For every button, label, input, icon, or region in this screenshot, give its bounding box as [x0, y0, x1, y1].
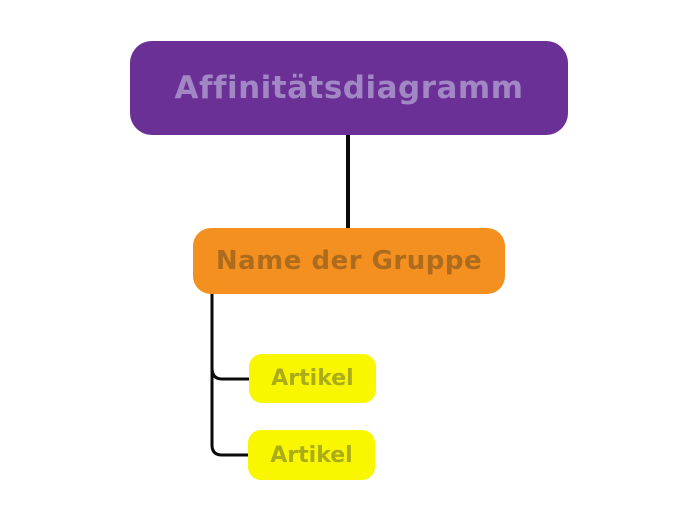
connector-branch-article-1 — [210, 367, 249, 381]
node-article-1-label: Artikel — [271, 366, 354, 391]
node-root-label: Affinitätsdiagramm — [174, 70, 524, 106]
node-group[interactable]: Name der Gruppe — [193, 228, 505, 294]
node-article-2-label: Artikel — [270, 442, 353, 468]
connector-group-trunk — [210, 293, 248, 457]
node-article-1[interactable]: Artikel — [249, 354, 376, 403]
node-root-topic[interactable]: Affinitätsdiagramm — [130, 41, 568, 135]
node-article-2[interactable]: Artikel — [248, 430, 375, 480]
node-group-label: Name der Gruppe — [215, 246, 483, 276]
